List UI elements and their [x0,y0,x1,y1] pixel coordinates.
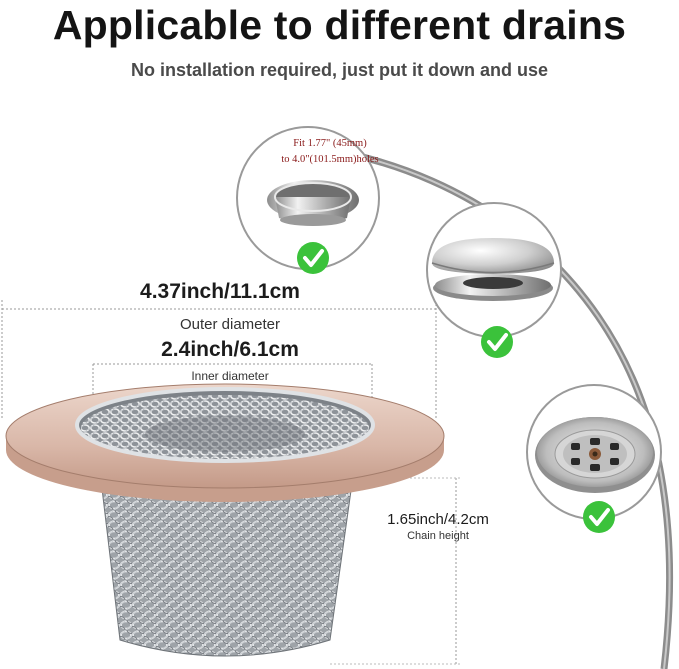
page-title: Applicable to different drains [52,2,627,48]
chain-height-label: Chain height [407,530,469,542]
check-icon [583,501,615,533]
grid-drain-circle [526,384,662,520]
inner-diameter-value: 2.4inch/6.1cm [161,338,299,361]
popup-stopper-circle [426,202,562,338]
fit-note-line2: to 4.0"(101.5mm)holes [281,154,379,165]
outer-diameter-label: Outer diameter [179,316,281,333]
check-icon [297,242,329,274]
check-icon [481,326,513,358]
inner-diameter-label: Inner diameter [191,369,269,383]
fit-note-line1: Fit 1.77" (45mm) [293,138,367,149]
chain-height-value: 1.65inch/4.2cm [387,511,489,528]
outer-diameter-value: 4.37inch/11.1cm [140,280,300,303]
fit-note: Fit 1.77" (45mm) to 4.0"(101.5mm)holes [240,136,420,168]
page-subtitle: No installation required, just put it do… [130,60,548,80]
drain-hole-circle [236,126,380,270]
strainer [5,383,445,657]
